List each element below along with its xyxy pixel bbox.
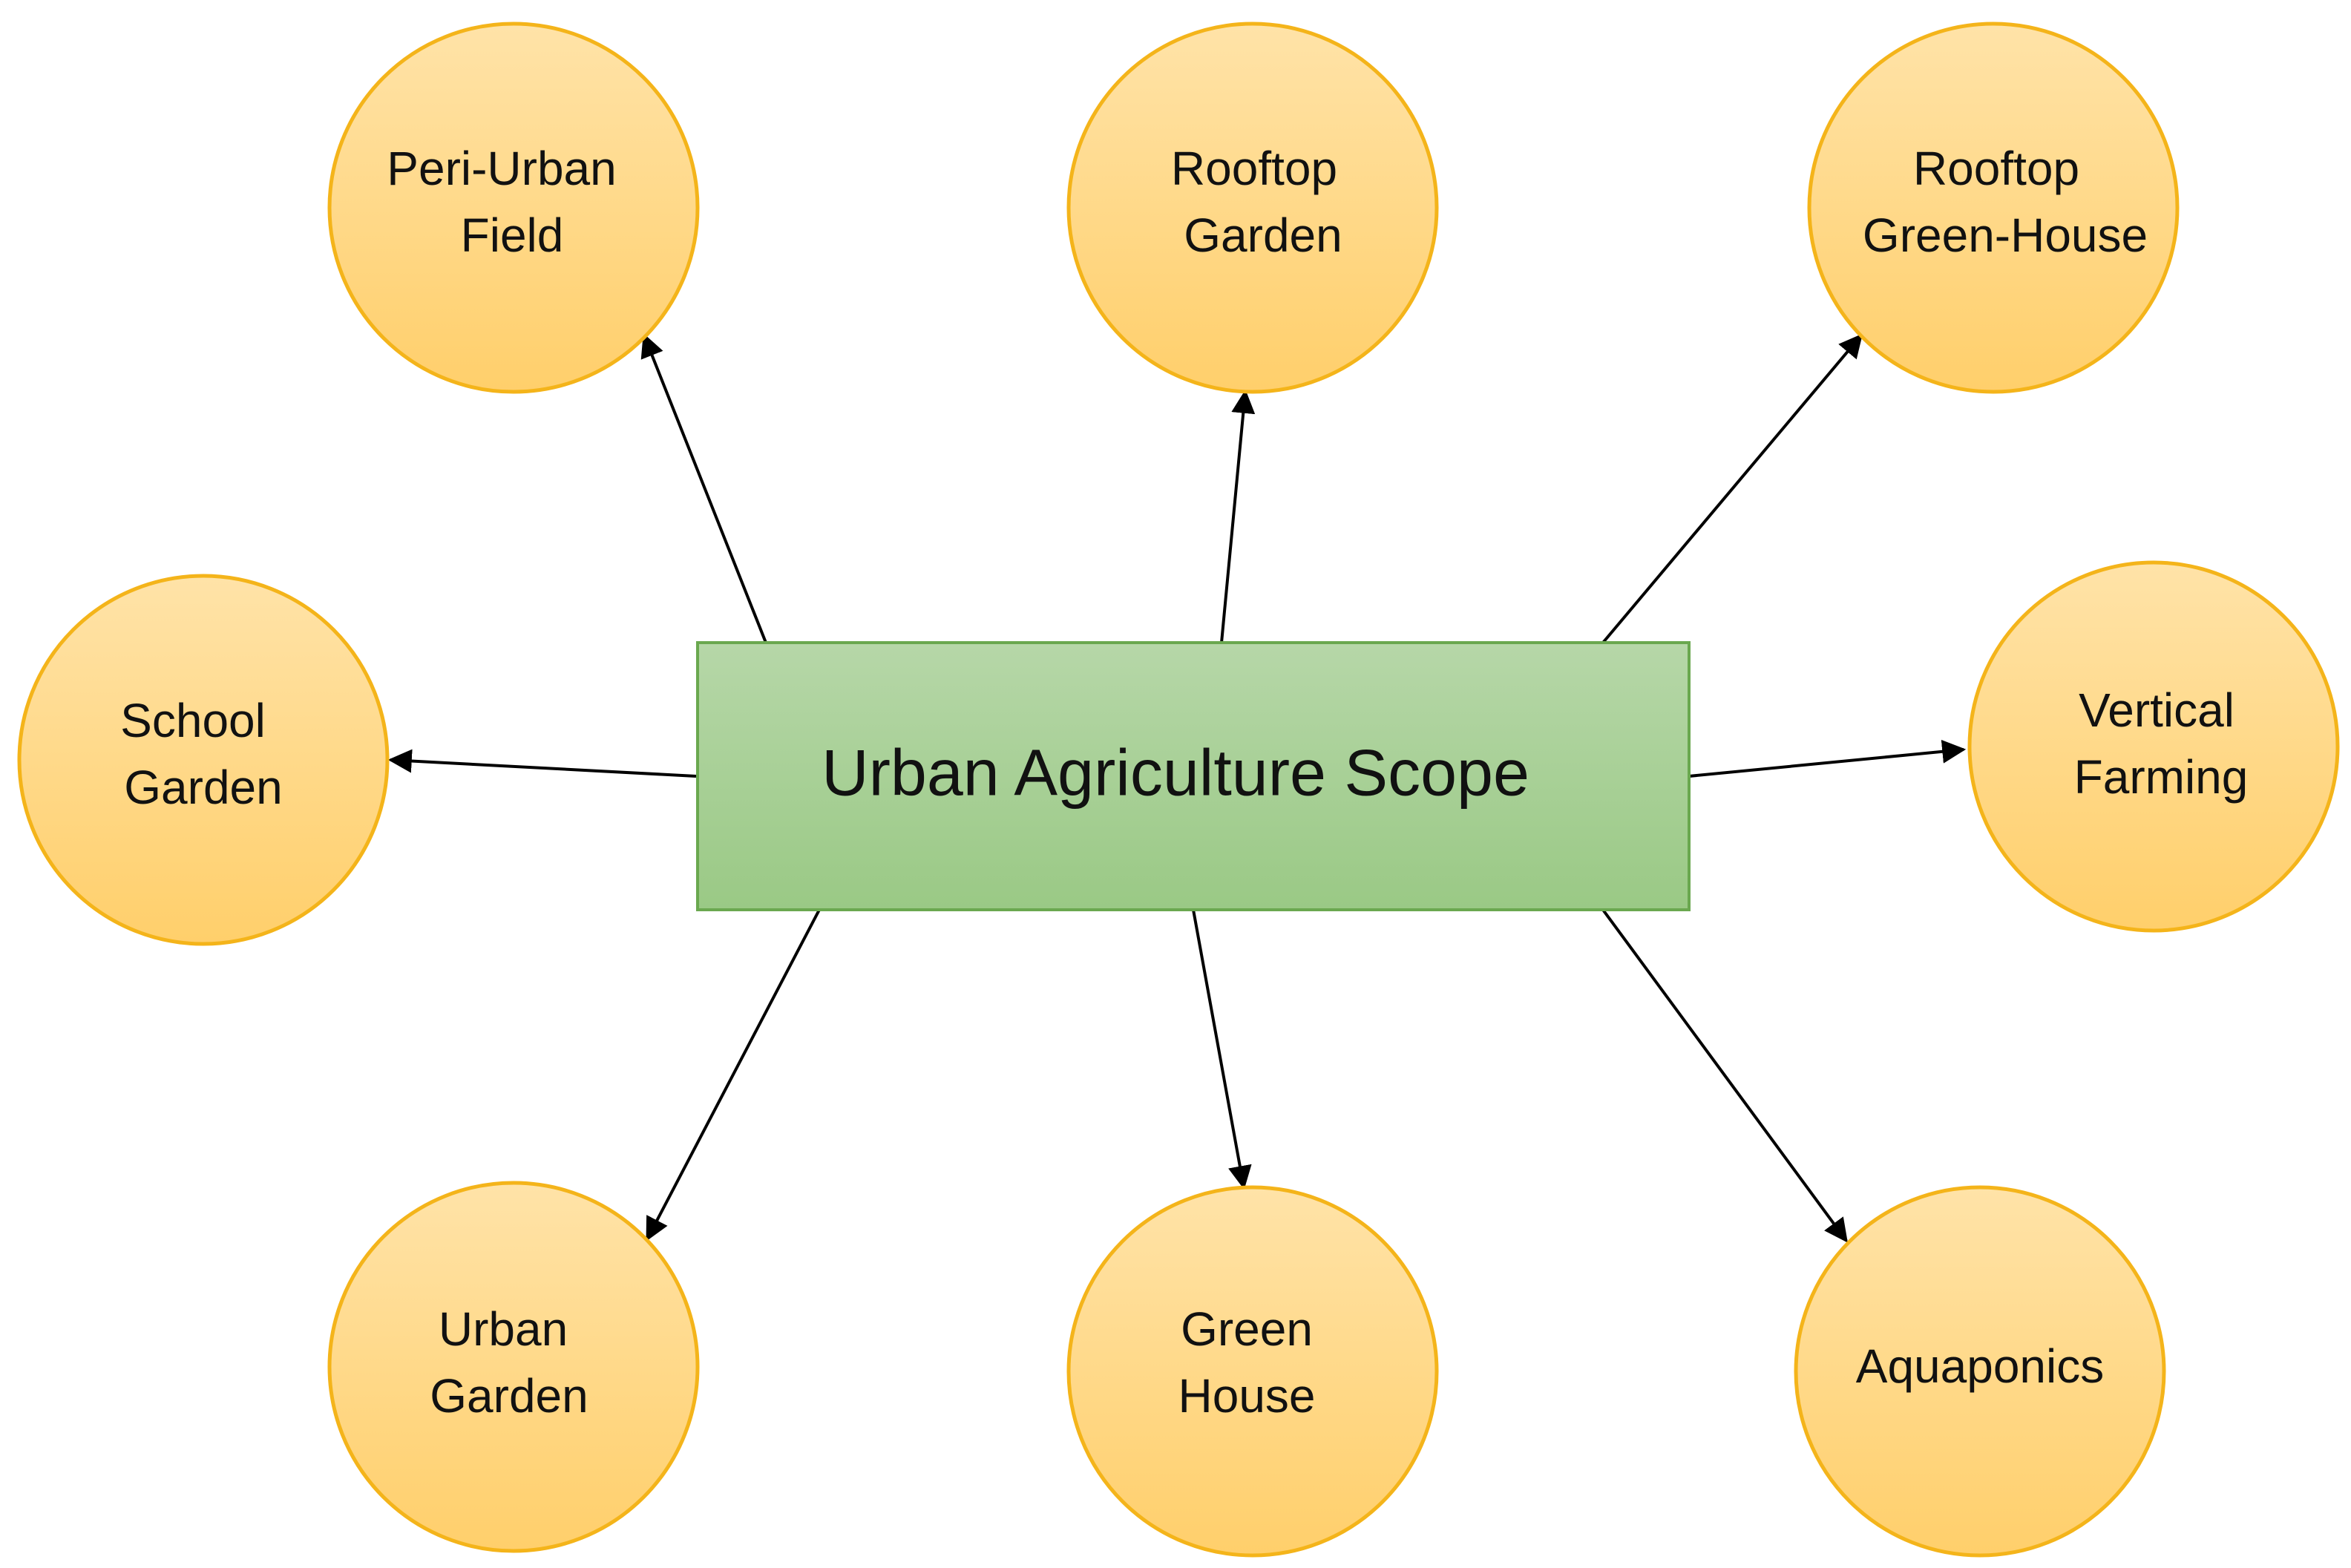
node-label-line-2: Field [461, 209, 564, 262]
edge-rooftop-green-house [1601, 333, 1863, 644]
node-label-line-2: Garden [1184, 209, 1342, 262]
node-rooftop-green-house: Rooftop Green-House [1807, 22, 2180, 394]
node-aquaponics: Aquaponics [1794, 1185, 2166, 1558]
node-circle [1807, 22, 2180, 394]
node-label-line-2: Farming [2074, 750, 2249, 804]
node-rooftop-garden: Rooftop Garden [1066, 22, 1439, 394]
edge-vertical-farming [1688, 739, 1967, 778]
node-green-house: Green House [1066, 1185, 1439, 1558]
node-label-line-1: Peri-Urban [387, 142, 616, 195]
node-label-line-2: Garden [124, 761, 282, 814]
edge-rooftop-garden [1220, 389, 1256, 643]
node-label-line-1: Vertical [2079, 683, 2234, 737]
node-label-line-2: House [1178, 1369, 1316, 1423]
node-vertical-farming: Vertical Farming [1967, 560, 2340, 933]
center-box [696, 641, 1691, 911]
edge-peri-urban-field [640, 333, 767, 643]
node-label-line-1: Green [1181, 1302, 1313, 1356]
node-peri-urban-field: Peri-Urban Field [327, 22, 700, 394]
center-node: Urban Agriculture Scope [696, 641, 1691, 911]
node-label-line-1: School [120, 694, 266, 747]
node-circle [327, 22, 700, 394]
node-label-line-1: Aquaponics [1856, 1339, 2104, 1393]
node-school-garden: School Garden [17, 574, 390, 946]
edge-urban-garden [646, 909, 821, 1241]
node-circle [1066, 1185, 1439, 1558]
node-label-line-1: Rooftop [1171, 142, 1337, 195]
node-urban-garden: Urban Garden [327, 1181, 700, 1553]
center-label: Urban Agriculture Scope [822, 735, 1529, 809]
edges-group [387, 333, 1967, 1243]
node-circle [17, 574, 390, 946]
edge-aquaponics [1601, 908, 1848, 1243]
edge-green-house [1192, 909, 1252, 1190]
node-label-line-1: Urban [439, 1302, 568, 1356]
node-circle [1794, 1185, 2166, 1558]
node-label-line-2: Green-House [1863, 209, 2148, 262]
node-circle [1066, 22, 1439, 394]
node-circle [327, 1181, 700, 1553]
node-label-line-1: Rooftop [1913, 142, 2079, 195]
edge-school-garden [387, 749, 697, 778]
node-circle [1967, 560, 2340, 933]
node-label-line-2: Garden [430, 1369, 588, 1423]
